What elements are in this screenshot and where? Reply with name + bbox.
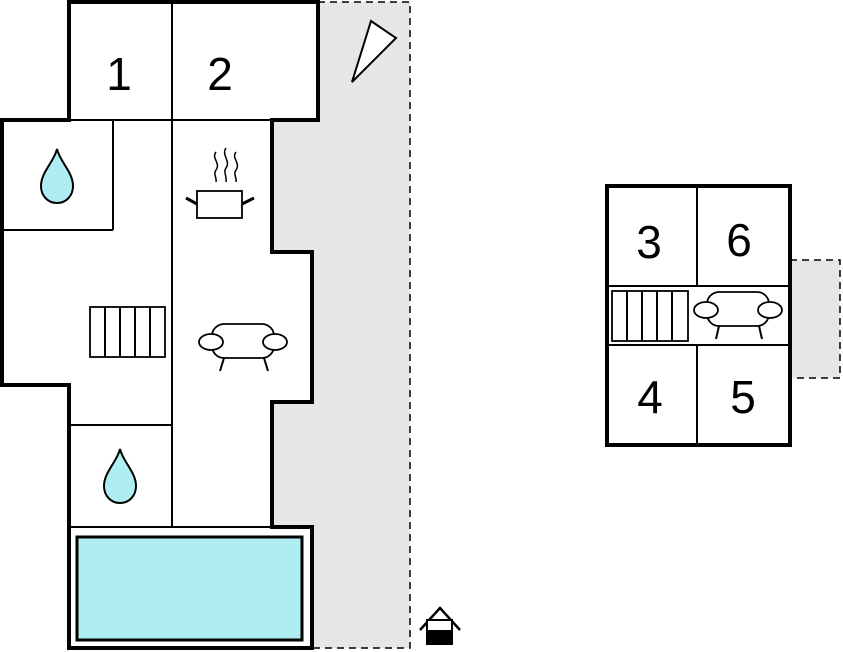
room-label-2: 2 (207, 48, 233, 100)
room-label-3: 3 (636, 216, 662, 268)
sofa-icon (198, 323, 288, 372)
room-label-5: 5 (730, 371, 756, 423)
water-drop-icon (39, 148, 75, 205)
terrace-annex (789, 259, 841, 379)
annex-building-walls (605, 184, 792, 447)
north-arrow-icon (351, 19, 398, 83)
cooking-pot-icon (185, 147, 255, 219)
house-entrance-icon (419, 606, 461, 645)
stairs-icon (89, 306, 166, 358)
stairs-icon (611, 290, 689, 342)
pool-icon (75, 535, 304, 642)
sofa-icon (693, 291, 783, 340)
water-drop-icon (102, 448, 138, 505)
room-label-1: 1 (106, 48, 132, 100)
room-label-6: 6 (726, 214, 752, 266)
room-label-4: 4 (637, 371, 663, 423)
